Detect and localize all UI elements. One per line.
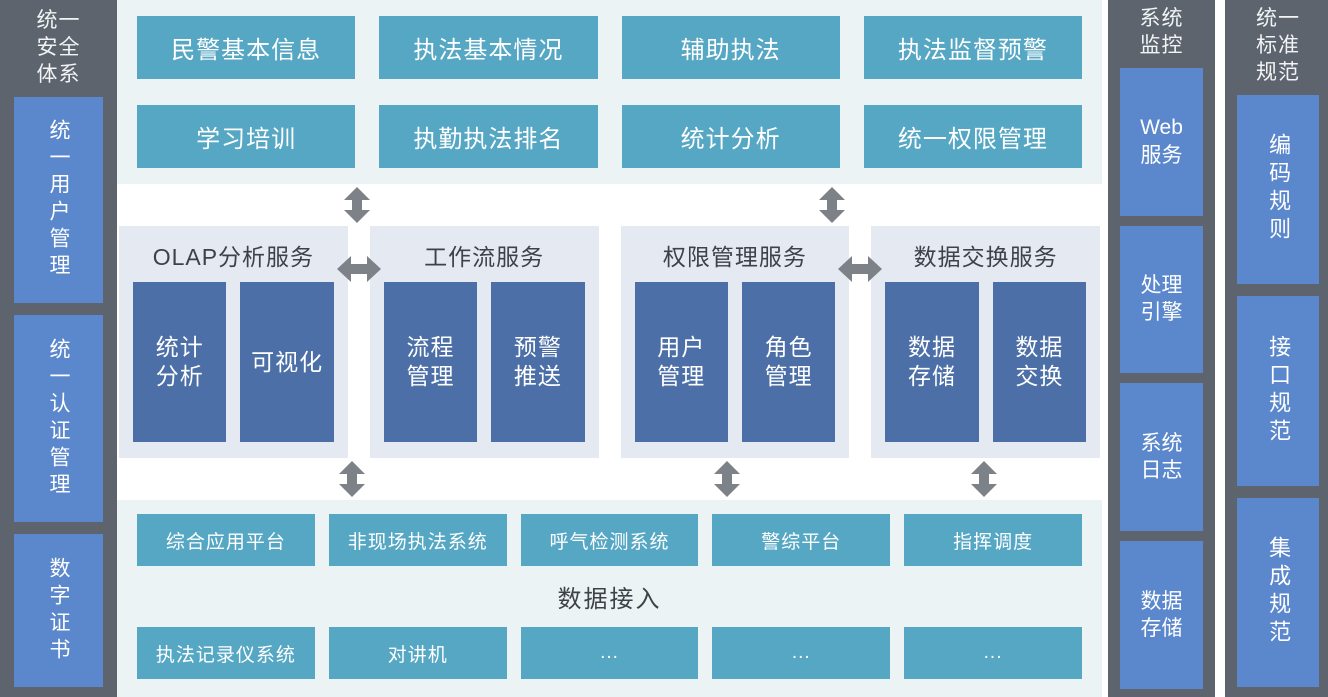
data-box-law-enforcement-recorder-system[interactable]: 执法记录仪系统 [137, 627, 315, 679]
security-item-unified-auth-management[interactable]: 统一认证管理 [14, 315, 103, 523]
arrow-strip-top [117, 184, 1102, 226]
application-layer: 民警基本信息 执法基本情况 辅助执法 执法监督预警 学习培训 执勤执法排名 统计… [117, 0, 1102, 184]
app-box-enforcement-supervision-alert[interactable]: 执法监督预警 [863, 16, 1082, 79]
service-panel-workflow-boxes: 流程 管理 预警 推送 [383, 282, 585, 442]
double-arrow-horizontal-icon [838, 254, 883, 284]
data-access-row-bottom: 执法记录仪系统 对讲机 ... ... ... [137, 627, 1082, 679]
unified-standards-title: 统一 标准 规范 [1256, 7, 1300, 84]
double-arrow-horizontal-icon [336, 254, 381, 284]
service-panel-permission-boxes: 用户 管理 角色 管理 [634, 282, 836, 442]
app-box-unified-permission-management[interactable]: 统一权限管理 [863, 105, 1082, 168]
arrow-strip-bottom [117, 458, 1102, 500]
app-box-duty-enforcement-ranking[interactable]: 执勤执法排名 [379, 105, 598, 168]
app-box-enforcement-basics[interactable]: 执法基本情况 [379, 16, 598, 79]
panel-gap-1 [336, 226, 381, 458]
monitor-item-system-log[interactable]: 系统 日志 [1120, 383, 1203, 532]
service-box-process-management[interactable]: 流程 管理 [383, 282, 478, 442]
service-panel-olap: OLAP分析服务 统计 分析 可视化 [119, 226, 348, 458]
monitor-item-processing-engine[interactable]: 处理 引擎 [1120, 225, 1203, 374]
service-panel-data-exchange-boxes: 数据 存储 数据 交换 [885, 282, 1086, 442]
app-box-police-basic-info[interactable]: 民警基本信息 [137, 16, 356, 79]
data-box-command-dispatch[interactable]: 指挥调度 [904, 514, 1082, 566]
standard-item-interface-spec[interactable]: 接口规范 [1237, 296, 1319, 486]
service-panel-olap-boxes: 统计 分析 可视化 [133, 282, 334, 442]
system-monitoring-title: 系统 监控 [1139, 7, 1184, 57]
app-box-assisted-enforcement[interactable]: 辅助执法 [621, 16, 840, 79]
service-panel-permission: 权限管理服务 用户 管理 角色 管理 [620, 226, 850, 458]
standard-item-coding-rules[interactable]: 编码规则 [1237, 94, 1319, 285]
data-box-breath-test-system[interactable]: 呼气检测系统 [520, 514, 699, 566]
unified-standards-sidebar: 统一 标准 规范 编码规则 接口规范 集成规范 [1225, 0, 1328, 697]
data-access-row-top: 综合应用平台 非现场执法系统 呼气检测系统 警综平台 指挥调度 [137, 514, 1082, 566]
service-layer: OLAP分析服务 统计 分析 可视化 工作流服务 流程 管理 预警 推送 [117, 226, 1102, 458]
data-box-intercom[interactable]: 对讲机 [328, 627, 507, 679]
double-arrow-vertical-icon [337, 461, 367, 497]
data-access-label: 数据接入 [557, 586, 662, 613]
standard-item-integration-spec[interactable]: 集成规范 [1237, 497, 1319, 687]
service-box-role-management[interactable]: 角色 管理 [741, 282, 836, 442]
app-box-statistical-analysis[interactable]: 统计分析 [621, 105, 840, 168]
service-panel-permission-title: 权限管理服务 [662, 244, 807, 270]
double-arrow-vertical-icon [969, 461, 999, 497]
service-box-user-management[interactable]: 用户 管理 [634, 282, 728, 442]
app-box-learning-training[interactable]: 学习培训 [137, 105, 356, 168]
application-row-1: 民警基本信息 执法基本情况 辅助执法 执法监督预警 [137, 16, 1082, 79]
security-sidebar-title: 统一 安全 体系 [36, 9, 81, 86]
service-box-alert-push[interactable]: 预警 推送 [491, 282, 585, 442]
application-row-2: 学习培训 执勤执法排名 统计分析 统一权限管理 [137, 105, 1082, 168]
data-box-placeholder-2[interactable]: ... [712, 627, 891, 679]
service-box-visualization[interactable]: 可视化 [240, 282, 334, 442]
data-access-layer: 综合应用平台 非现场执法系统 呼气检测系统 警综平台 指挥调度 数据接入 执法记… [117, 500, 1102, 697]
service-panel-workflow: 工作流服务 流程 管理 预警 推送 [369, 226, 599, 458]
security-item-unified-user-management[interactable]: 统一用户管理 [14, 96, 103, 304]
data-box-integrated-application-platform[interactable]: 综合应用平台 [137, 514, 315, 566]
center-stack: 民警基本信息 执法基本情况 辅助执法 执法监督预警 学习培训 执勤执法排名 统计… [117, 0, 1102, 697]
service-box-data-storage[interactable]: 数据 存储 [885, 282, 979, 442]
system-monitoring-sidebar: 系统 监控 Web 服务 处理 引擎 系统 日志 数据 存储 [1108, 0, 1215, 697]
data-box-placeholder-1[interactable]: ... [520, 627, 699, 679]
service-panel-olap-title: OLAP分析服务 [152, 244, 315, 270]
service-panel-workflow-title: 工作流服务 [424, 244, 545, 270]
double-arrow-vertical-icon [712, 461, 742, 497]
security-sidebar: 统一 安全 体系 统一用户管理 统一认证管理 数字证书 [0, 0, 117, 697]
panel-gap-2 [598, 226, 621, 458]
double-arrow-vertical-icon [817, 187, 847, 223]
security-item-digital-certificate[interactable]: 数字证书 [14, 534, 103, 688]
monitor-item-web-service[interactable]: Web 服务 [1120, 67, 1203, 216]
data-box-police-integrated-platform[interactable]: 警综平台 [712, 514, 891, 566]
service-panel-data-exchange-title: 数据交换服务 [913, 244, 1058, 270]
service-box-data-exchange[interactable]: 数据 交换 [992, 282, 1086, 442]
service-panel-data-exchange: 数据交换服务 数据 存储 数据 交换 [871, 226, 1100, 458]
monitor-item-data-storage[interactable]: 数据 存储 [1120, 541, 1203, 689]
double-arrow-vertical-icon [342, 187, 372, 223]
panel-gap-3 [838, 226, 883, 458]
data-box-offsite-enforcement-system[interactable]: 非现场执法系统 [328, 514, 507, 566]
service-box-statistical-analysis[interactable]: 统计 分析 [133, 282, 227, 442]
data-box-placeholder-3[interactable]: ... [904, 627, 1082, 679]
